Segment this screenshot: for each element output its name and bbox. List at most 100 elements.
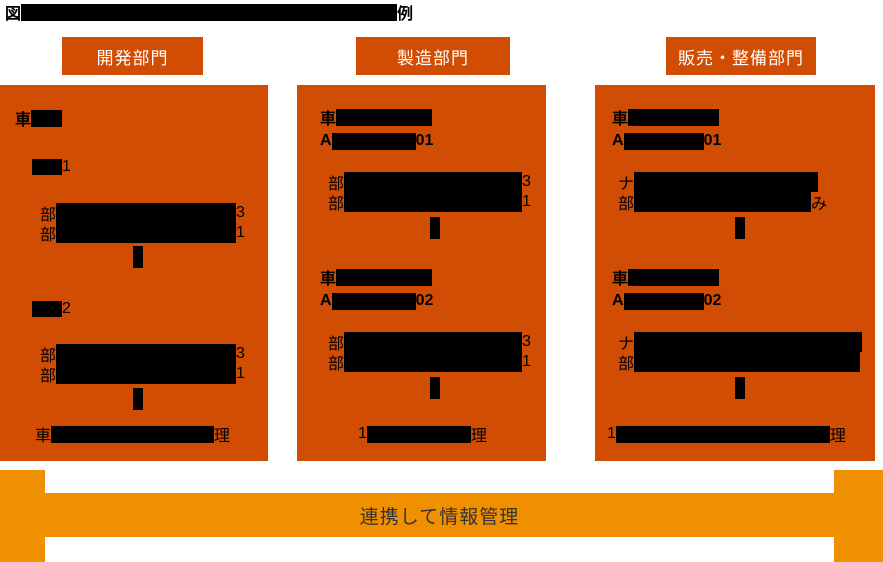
item-name-lead: 車 <box>612 111 629 128</box>
panel3-item1-name: 車 <box>612 107 720 128</box>
panel-sales-maintenance-dept: 車 A 01 ナ 部 み 車 A <box>595 85 875 461</box>
panel2-footer-trail: 理 <box>470 428 487 445</box>
panel2-item1-code: A 01 <box>320 131 433 151</box>
panel3-footer-lead: 1 <box>607 425 616 442</box>
item-name-lead: 車 <box>612 271 629 288</box>
redaction-bar <box>51 425 215 443</box>
item-code-lead: A <box>320 292 332 309</box>
panel3-item1-detail-block: ナ 部 み <box>618 172 828 213</box>
detail-line-lead: 部 <box>328 336 345 353</box>
detail-line: 部 1 <box>40 364 245 385</box>
redaction-bar <box>331 132 416 150</box>
detail-line-lead: 部 <box>618 356 635 373</box>
detail-line-trail: 3 <box>522 173 531 190</box>
redaction-bar <box>21 3 398 21</box>
redaction-bar <box>634 172 819 192</box>
panel2-item2-name: 車 <box>320 267 433 288</box>
detail-line-lead: 部 <box>328 196 345 213</box>
detail-line-trail: 3 <box>236 345 245 362</box>
redaction-bar <box>31 109 63 127</box>
header-sales-maintenance-dept: 販売・整備部門 <box>666 37 816 75</box>
detail-line-lead: 部 <box>40 368 57 385</box>
banner-right-post <box>834 470 883 562</box>
linkage-banner-label: 連携して情報管理 <box>359 506 520 528</box>
detail-line: 部 3 <box>40 203 245 224</box>
panel1-footer-line: 車 理 <box>35 424 231 445</box>
redaction-bar <box>56 364 237 384</box>
header-manufacturing-dept-label: 製造部門 <box>397 48 469 68</box>
redaction-bar <box>344 352 523 372</box>
banner-left-post <box>0 470 45 562</box>
panel2-item2-detail-block: 部 3 部 1 <box>328 332 531 373</box>
item-code-trail: 02 <box>703 292 722 309</box>
panel2-footer-lead: 1 <box>358 425 367 442</box>
detail-line-trail: 3 <box>522 333 531 350</box>
panel1-footer-trail: 理 <box>214 428 231 445</box>
redaction-bar <box>336 268 433 286</box>
header-development-dept-label: 開発部門 <box>96 48 169 68</box>
panel1-section1-detail-block: 部 3 部 1 <box>40 203 245 244</box>
detail-line: 部 <box>618 352 862 373</box>
detail-line-lead: 部 <box>618 196 635 213</box>
detail-line-trail: 1 <box>236 224 245 241</box>
redaction-bar <box>344 172 523 192</box>
detail-line-lead: 部 <box>40 207 57 224</box>
panel1-section2-label-trail: 2 <box>62 300 71 317</box>
detail-line-trail: 1 <box>522 353 531 370</box>
detail-line-lead: 部 <box>40 348 57 365</box>
detail-line-lead: 部 <box>328 176 345 193</box>
header-manufacturing-dept: 製造部門 <box>356 37 510 75</box>
detail-line: 部 1 <box>40 223 245 244</box>
item-code-trail: 01 <box>703 132 722 149</box>
detail-line-lead: 部 <box>40 227 57 244</box>
panel3-item2-detail-block: ナ 部 <box>618 332 863 373</box>
panel3-item1-code: A 01 <box>612 131 721 151</box>
panel1-section2-label: 2 <box>32 299 71 319</box>
detail-line: 部 1 <box>328 352 531 373</box>
panel-development-dept: 車 1 部 3 部 1 2 部 <box>0 85 268 461</box>
detail-line-trail: み <box>811 196 828 213</box>
down-arrow-icon <box>735 377 745 399</box>
header-sales-maintenance-dept-label: 販売・整備部門 <box>678 48 804 68</box>
detail-line-lead: ナ <box>618 176 635 193</box>
redaction-bar <box>336 108 433 126</box>
redaction-bar <box>623 132 704 150</box>
detail-line: 部 3 <box>328 172 531 193</box>
panel1-section1-label-trail: 1 <box>62 158 71 175</box>
redaction-bar <box>634 332 863 352</box>
detail-line-lead: ナ <box>618 336 635 353</box>
panel1-section2-detail-block: 部 3 部 1 <box>40 344 245 385</box>
detail-line: 部 3 <box>328 332 531 353</box>
item-code-lead: A <box>612 132 624 149</box>
down-arrow-icon <box>133 246 143 268</box>
header-development-dept: 開発部門 <box>62 37 203 75</box>
panel2-footer-line: 1 理 <box>358 424 487 445</box>
panel-manufacturing-dept: 車 A 01 部 3 部 1 車 A <box>297 85 546 461</box>
panel1-section1-label: 1 <box>32 157 71 177</box>
redaction-bar <box>634 192 812 212</box>
detail-line-lead: 部 <box>328 356 345 373</box>
redaction-bar <box>56 344 237 364</box>
redaction-bar <box>32 301 62 317</box>
panel1-top-line-lead: 車 <box>15 112 32 129</box>
redaction-bar <box>32 159 62 175</box>
redaction-bar <box>56 223 237 243</box>
figure-title: 図 例 <box>5 3 413 23</box>
detail-line: 部 み <box>618 192 828 213</box>
panel3-item2-name: 車 <box>612 267 720 288</box>
detail-line-trail: 1 <box>236 365 245 382</box>
linkage-banner: 連携して情報管理 <box>45 493 834 537</box>
panel2-item1-detail-block: 部 3 部 1 <box>328 172 531 213</box>
item-code-trail: 01 <box>415 132 434 149</box>
detail-line: ナ <box>618 172 827 193</box>
item-name-lead: 車 <box>320 111 337 128</box>
detail-line: 部 1 <box>328 192 531 213</box>
detail-line: 部 3 <box>40 344 245 365</box>
panel3-footer-trail: 理 <box>829 428 846 445</box>
down-arrow-icon <box>430 377 440 399</box>
panel3-item2-code: A 02 <box>612 291 721 311</box>
redaction-bar <box>634 352 861 372</box>
item-code-lead: A <box>320 132 332 149</box>
item-name-lead: 車 <box>320 271 337 288</box>
